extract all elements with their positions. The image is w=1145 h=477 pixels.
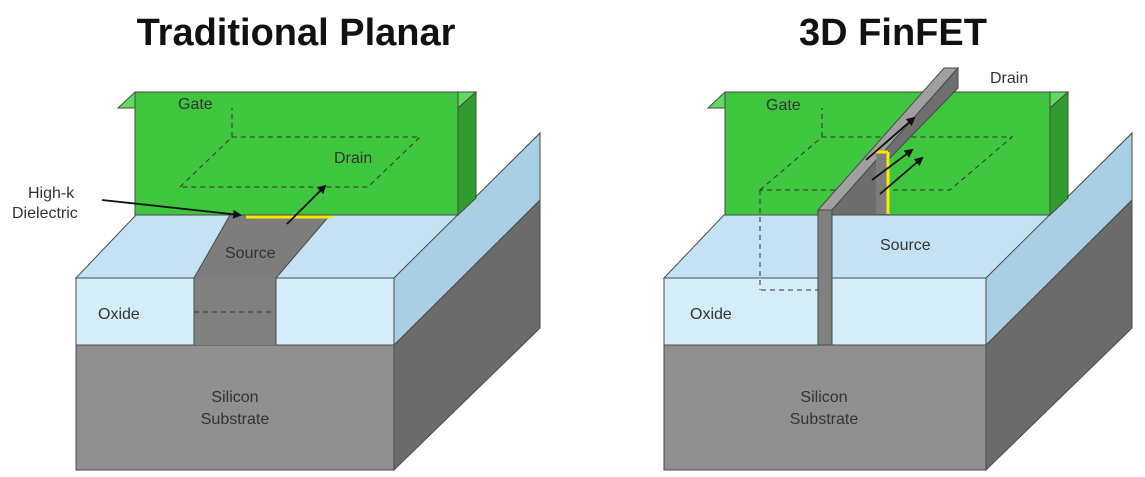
planar-gate-side <box>457 90 477 217</box>
planar-gate-label: Gate <box>178 96 213 113</box>
planar-substrate-front <box>75 344 395 471</box>
finfet-fin-under-gate <box>876 152 888 214</box>
finfet-oxide-left-front <box>663 277 819 346</box>
planar-gate-front <box>134 91 459 216</box>
finfet-source-label: Source <box>880 237 931 254</box>
finfet-title: 3D FinFET <box>799 12 987 54</box>
finfet-drain-label: Drain <box>990 70 1028 87</box>
planar-drain-label: Drain <box>334 150 372 167</box>
finfet-substrate-front <box>663 344 987 471</box>
planar-channel-top <box>194 215 330 278</box>
planar-source-label: Source <box>225 245 276 262</box>
finfet-oxide-right-side <box>985 131 1133 347</box>
finfet-panel: 3D FinFET Gate Drain Source <box>662 12 1133 472</box>
finfet-oxide-right-front <box>831 277 987 346</box>
planar-dielectric-label-line2: Dielectric <box>12 205 78 222</box>
planar-substrate-label-line2: Substrate <box>201 411 270 428</box>
planar-oxide-right-front <box>275 277 395 346</box>
finfet-substrate-label-line1: Silicon <box>800 389 847 406</box>
finfet-oxide-left-top <box>662 214 819 279</box>
planar-title: Traditional Planar <box>137 12 456 54</box>
planar-panel: Traditional Planar Gate Drain Source Oxi… <box>12 12 541 472</box>
planar-dielectric-label-line1: High-k <box>28 185 75 202</box>
planar-oxide-right-side <box>393 131 541 347</box>
finfet-oxide-label: Oxide <box>690 306 732 323</box>
finfet-gate-side <box>1049 90 1069 217</box>
finfet-fin-front <box>817 209 833 346</box>
planar-substrate-label-line1: Silicon <box>211 389 258 406</box>
planar-oxide-label: Oxide <box>98 306 140 323</box>
finfet-substrate-label-line2: Substrate <box>790 411 859 428</box>
planar-oxide-left-front <box>75 277 195 346</box>
finfet-gate-label: Gate <box>766 97 801 114</box>
